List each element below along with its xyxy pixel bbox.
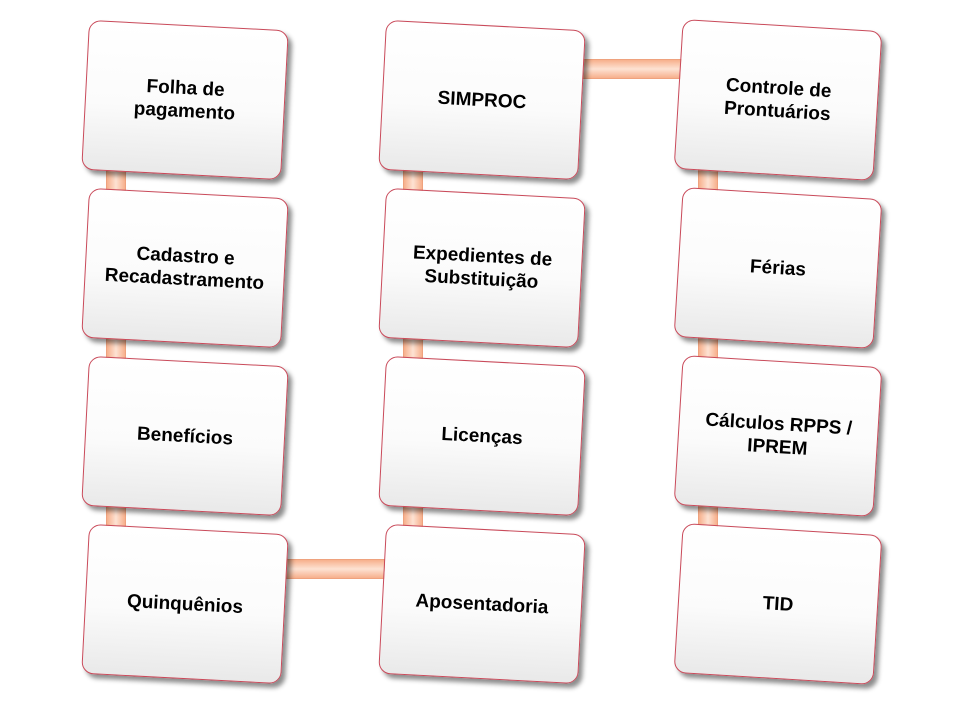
- node-label: Benefícios: [136, 422, 234, 450]
- node-licencas: Licenças: [378, 355, 586, 517]
- node-tid: TID: [673, 523, 883, 685]
- node-cadastro-e-recadastramento: Cadastro e Recadastramento: [81, 187, 289, 349]
- connector-simproc-controle: [578, 59, 683, 79]
- node-controle-de-prontuarios: Controle de Prontuários: [673, 19, 883, 181]
- node-expedientes-de-substituicao: Expedientes de Substituição: [378, 187, 586, 349]
- node-aposentadoria: Aposentadoria: [378, 523, 586, 685]
- node-beneficios: Benefícios: [81, 355, 289, 517]
- connector-quinquenios-aposentadoria: [280, 559, 385, 579]
- node-label: Férias: [749, 255, 807, 281]
- node-calculos-rpps-iprem: Cálculos RPPS / IPREM: [673, 355, 883, 517]
- node-simproc: SIMPROC: [378, 19, 586, 181]
- node-ferias: Férias: [673, 187, 883, 349]
- node-label: Licenças: [440, 423, 524, 449]
- node-folha-de-pagamento: Folha de pagamento: [81, 19, 289, 181]
- node-label: Cadastro e Recadastramento: [104, 243, 265, 295]
- node-label: Quinquênios: [126, 590, 244, 618]
- node-label: Expedientes de Substituição: [412, 242, 553, 293]
- node-label: SIMPROC: [437, 87, 527, 113]
- node-label: TID: [762, 592, 794, 616]
- node-quinquenios: Quinquênios: [81, 523, 289, 685]
- node-label: Folha de pagamento: [133, 75, 236, 125]
- node-label: Aposentadoria: [415, 590, 549, 618]
- node-label: Controle de Prontuários: [723, 74, 833, 126]
- node-label: Cálculos RPPS / IPREM: [704, 409, 853, 460]
